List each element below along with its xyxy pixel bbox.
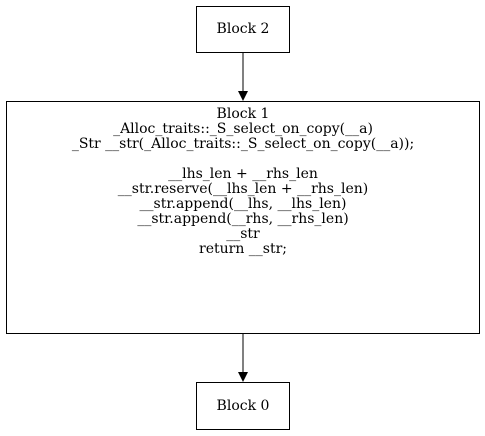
block-1-code-line: __str.append(__lhs, __lhs_len) bbox=[139, 196, 347, 212]
block-2-node: Block 2 bbox=[196, 6, 290, 53]
block-1-code-line bbox=[7, 152, 479, 167]
block-2-title: Block 2 bbox=[216, 21, 270, 37]
block-1-code-line: __str bbox=[226, 226, 260, 242]
block-1-code-line: __lhs_len + __rhs_len bbox=[168, 166, 318, 182]
block-1-code-line: _Alloc_traits::_S_select_on_copy(__a) bbox=[113, 121, 373, 137]
block-1-code-line: __str.append(__rhs, __rhs_len) bbox=[137, 211, 349, 227]
block-1-code-line: __str.reserve(__lhs_len + __rhs_len) bbox=[117, 181, 369, 197]
block-0-title: Block 0 bbox=[216, 397, 270, 414]
block-1-node: Block 1 _Alloc_traits::_S_select_on_copy… bbox=[6, 101, 480, 334]
block-0-node: Block 0 bbox=[196, 382, 290, 430]
block-1-title: Block 1 bbox=[216, 106, 270, 122]
block-1-code-line: _Str __str(_Alloc_traits::_S_select_on_c… bbox=[71, 136, 415, 152]
block-1-code-line: return __str; bbox=[199, 241, 287, 257]
